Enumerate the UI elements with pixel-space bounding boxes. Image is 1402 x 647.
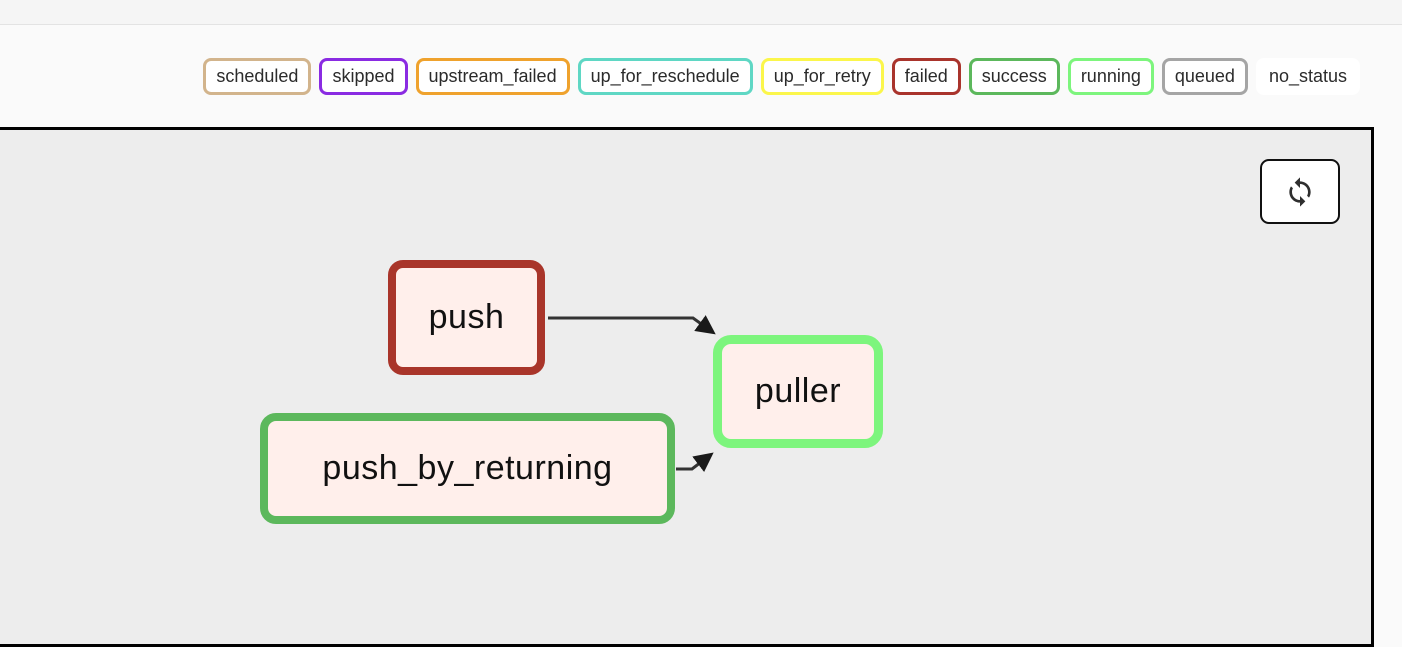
refresh-button[interactable] — [1260, 159, 1340, 224]
legend-badge-skipped: skipped — [319, 58, 408, 95]
top-strip — [0, 0, 1402, 25]
refresh-icon — [1284, 176, 1316, 208]
task-node-push[interactable]: push — [388, 260, 545, 375]
legend-badge-upstream_failed: upstream_failed — [415, 58, 570, 95]
legend-badge-success: success — [968, 58, 1060, 95]
legend-badge-no_status: no_status — [1255, 58, 1360, 95]
task-node-push_by_returning[interactable]: push_by_returning — [260, 413, 675, 524]
legend-badge-running: running — [1067, 58, 1154, 95]
legend-badge-up_for_retry: up_for_retry — [760, 58, 884, 95]
legend-badge-queued: queued — [1161, 58, 1248, 95]
task-node-label: push — [428, 298, 505, 336]
graph-canvas[interactable]: push puller push_by_returning — [0, 130, 1371, 644]
graph-edges — [548, 315, 716, 473]
task-node-label: puller — [754, 372, 842, 410]
legend-badge-up_for_reschedule: up_for_reschedule — [577, 58, 753, 95]
edge-push_by_returning-to-puller — [676, 452, 714, 473]
task-node-puller[interactable]: puller — [713, 335, 883, 448]
task-node-label: push_by_returning — [322, 449, 613, 487]
legend-badge-scheduled: scheduled — [203, 58, 312, 95]
dag-graph-panel: push puller push_by_returning — [0, 127, 1374, 647]
edge-push-to-puller — [548, 315, 716, 335]
legend-badge-failed: failed — [891, 58, 961, 95]
